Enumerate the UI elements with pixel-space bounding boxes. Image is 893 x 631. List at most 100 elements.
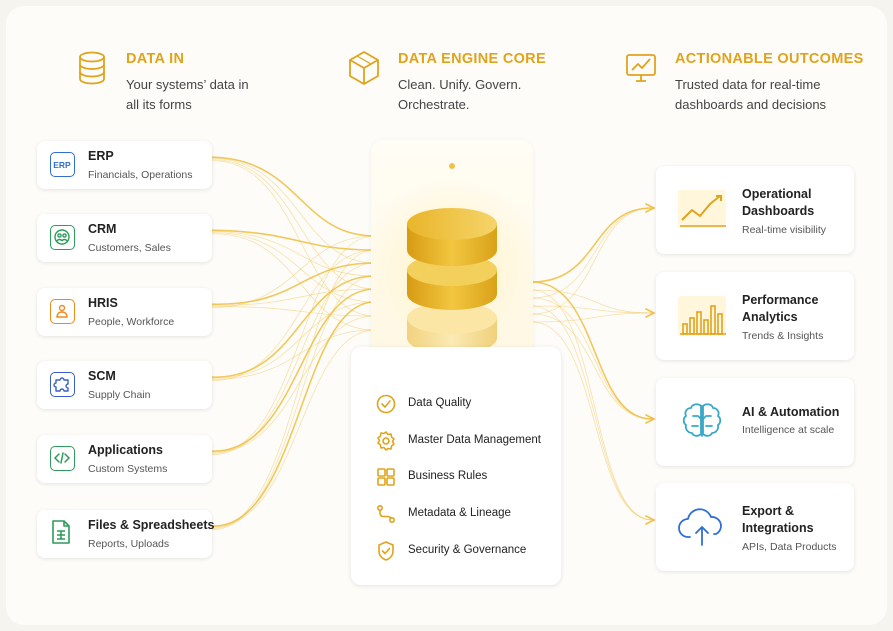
flow-out-line xyxy=(531,207,653,315)
lineage-icon xyxy=(376,504,396,524)
flow-in-line xyxy=(211,249,376,382)
source-card-applications[interactable]: Applications Custom Systems xyxy=(37,435,212,483)
outcome-subtitle: Real-time visibility xyxy=(742,224,827,236)
cloud-upload-icon xyxy=(674,499,730,555)
spreadsheet-icon xyxy=(50,520,75,546)
outcome-title: Performance Analytics xyxy=(742,293,819,324)
database-icon xyxy=(76,50,108,86)
outcome-subtitle: Intelligence at scale xyxy=(742,424,835,436)
flow-in-line xyxy=(211,262,376,456)
flow-in-line xyxy=(211,262,376,306)
engine-title: DATA ENGINE CORE xyxy=(398,51,546,67)
flow-in-line xyxy=(211,229,376,251)
flow-out-line xyxy=(531,289,653,521)
flow-out-line xyxy=(531,207,653,299)
data-in-subtitle: Your systems’ data in all its forms xyxy=(126,77,249,112)
data-in-title: DATA IN xyxy=(126,51,185,67)
gear-db-icon xyxy=(377,431,395,451)
source-title: Applications xyxy=(88,443,164,457)
svg-text:ERP: ERP xyxy=(53,160,71,170)
flow-arrowhead xyxy=(645,515,656,525)
flow-in-line xyxy=(211,160,376,317)
source-card-crm[interactable]: CRM Customers, Sales xyxy=(37,214,212,262)
source-card-files[interactable]: Files & Spreadsheets Reports, Uploads xyxy=(37,510,215,558)
capability-label: Security & Governance xyxy=(408,544,527,556)
flow-in-line xyxy=(211,329,376,380)
flow-out-line xyxy=(531,305,653,314)
outcomes-subtitle: Trusted data for real-time dashboards an… xyxy=(675,77,827,112)
outcome-subtitle: APIs, Data Products xyxy=(742,541,837,553)
flow-out-line xyxy=(531,313,653,420)
source-title: SCM xyxy=(88,369,116,383)
capability-label: Data Quality xyxy=(408,397,472,409)
outcome-subtitle: Trends & Insights xyxy=(742,330,824,342)
outcome-card-dashboards[interactable]: Operational Dashboards Real-time visibil… xyxy=(656,166,854,254)
flow-in-line xyxy=(211,233,376,331)
flow-in-line xyxy=(211,288,376,306)
capability-label: Master Data Management xyxy=(408,434,541,446)
outcome-card-analytics[interactable]: Performance Analytics Trends & Insights xyxy=(656,272,854,360)
flow-in-line xyxy=(211,306,376,317)
engine-core-visual xyxy=(371,140,533,372)
core-dot-top xyxy=(449,163,455,169)
flow-in-line xyxy=(211,249,376,529)
check-shield-icon xyxy=(376,394,396,414)
source-subtitle: People, Workforce xyxy=(88,316,175,328)
flow-in-line xyxy=(211,315,376,453)
capability-label: Business Rules xyxy=(408,470,488,482)
outcome-title: Export & Integrations xyxy=(742,504,814,535)
people-cycle-icon xyxy=(50,225,75,250)
flow-in-line xyxy=(211,275,376,379)
source-subtitle: Reports, Uploads xyxy=(88,538,170,550)
monitor-chart-icon xyxy=(624,50,656,86)
flow-in-line xyxy=(211,235,376,309)
engine-subtitle: Clean. Unify. Govern. Orchestrate. xyxy=(398,77,522,112)
source-subtitle: Customers, Sales xyxy=(88,242,171,254)
flow-in-line xyxy=(211,232,376,303)
flow-in-line xyxy=(211,231,376,277)
security-shield-icon xyxy=(378,541,394,561)
engine-capabilities-panel: Data Quality Master Data Management Busi… xyxy=(351,347,561,585)
flow-in-line xyxy=(211,156,376,237)
code-icon xyxy=(50,446,75,471)
source-subtitle: Custom Systems xyxy=(88,463,168,475)
source-title: CRM xyxy=(88,222,117,236)
flow-in-line xyxy=(211,159,376,290)
cube-icon xyxy=(347,50,379,86)
bar-chart-icon xyxy=(674,288,730,344)
person-badge-icon xyxy=(50,299,75,324)
flow-in-line xyxy=(211,329,376,528)
source-card-scm[interactable]: SCM Supply Chain xyxy=(37,361,212,409)
flow-arrowhead xyxy=(645,414,656,424)
flow-in-line xyxy=(211,158,376,264)
flow-in-line xyxy=(211,288,376,453)
source-title: ERP xyxy=(88,149,114,163)
line-chart-icon xyxy=(674,182,730,238)
grid-rules-icon xyxy=(377,468,395,486)
flow-arrowhead xyxy=(645,308,656,318)
outcomes-title: ACTIONABLE OUTCOMES xyxy=(675,51,864,67)
outcome-title: Operational Dashboards xyxy=(742,187,815,218)
brain-icon xyxy=(674,394,730,450)
outcome-card-export[interactable]: Export & Integrations APIs, Data Product… xyxy=(656,483,854,571)
flow-in-line xyxy=(211,235,376,454)
flow-out-line xyxy=(531,312,653,323)
flow-in-line xyxy=(211,275,376,531)
flow-out-line xyxy=(531,289,653,314)
source-card-hris[interactable]: HRIS People, Workforce xyxy=(37,288,212,336)
source-title: Files & Spreadsheets xyxy=(88,518,215,532)
flow-out-line xyxy=(531,305,653,521)
outcome-card-ai[interactable]: AI & Automation Intelligence at scale xyxy=(656,378,854,466)
source-title: HRIS xyxy=(88,296,118,310)
source-card-erp[interactable]: ERP ERP Financials, Operations xyxy=(37,141,212,189)
erp-icon: ERP xyxy=(50,152,75,177)
flow-in-line xyxy=(211,301,376,379)
puzzle-icon xyxy=(50,372,75,397)
flow-out-line xyxy=(531,297,653,420)
outcome-title: AI & Automation xyxy=(742,405,840,419)
capability-label: Metadata & Lineage xyxy=(408,507,511,519)
source-subtitle: Financials, Operations xyxy=(88,169,193,181)
source-subtitle: Supply Chain xyxy=(88,389,151,401)
